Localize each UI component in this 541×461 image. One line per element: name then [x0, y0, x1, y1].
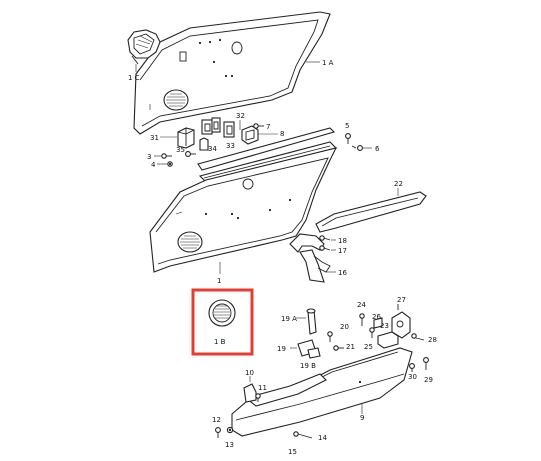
callout-22: 22 — [394, 180, 403, 188]
speaker-grille-1b — [208, 299, 236, 327]
callout-1c: 1 C — [128, 74, 140, 82]
callout-1a: 1 A — [322, 59, 334, 67]
part-26 — [373, 317, 383, 329]
callout-31: 31 — [150, 134, 159, 142]
callout-17: 17 — [338, 247, 347, 255]
callout-1: 1 — [217, 277, 221, 285]
screw-25 — [369, 327, 375, 338]
callout-3: 3 — [147, 153, 151, 161]
callout-9: 9 — [360, 414, 364, 422]
door-pocket-9 — [231, 347, 413, 437]
callout-18: 18 — [338, 237, 347, 245]
pin-19a — [306, 308, 317, 335]
upper-door-panel — [133, 11, 331, 135]
callout-16: 16 — [338, 269, 347, 277]
hinge-27 — [391, 304, 411, 339]
screw-14 — [293, 431, 313, 439]
callout-6: 6 — [375, 145, 380, 153]
callout-35: 35 — [176, 146, 185, 154]
screw-11 — [255, 393, 261, 402]
callout-8: 8 — [280, 130, 284, 138]
screw-24 — [359, 313, 365, 326]
screw-35 — [185, 151, 196, 157]
callout-7: 7 — [266, 123, 270, 131]
callout-32: 32 — [236, 112, 245, 120]
callout-20: 20 — [340, 323, 349, 331]
screw-3 — [161, 153, 172, 159]
callout-19b: 19 B — [300, 362, 316, 370]
callout-10: 10 — [245, 369, 254, 377]
callout-12: 12 — [212, 416, 221, 424]
callout-28: 28 — [428, 336, 437, 344]
screw-30 — [409, 363, 415, 372]
screw-20 — [327, 331, 333, 342]
clip-31 — [177, 127, 195, 149]
callout-33: 33 — [226, 142, 235, 150]
callout-30: 30 — [408, 373, 417, 381]
clip-19b — [307, 347, 321, 359]
screw-29 — [423, 357, 429, 370]
bracket-32 — [201, 117, 221, 135]
callout-19a: 19 A — [281, 315, 297, 323]
callout-5: 5 — [345, 122, 349, 130]
screw-28 — [411, 333, 425, 341]
callout-27: 27 — [397, 296, 406, 304]
bracket-16 — [289, 233, 331, 283]
clip-34 — [199, 137, 209, 151]
callout-24: 24 — [357, 301, 366, 309]
armrest-bar-22 — [315, 191, 427, 233]
screw-17 — [319, 245, 331, 251]
callout-29: 29 — [424, 376, 433, 384]
main-door-panel — [149, 147, 338, 273]
callout-14: 14 — [318, 434, 327, 442]
callout-15: 15 — [288, 448, 297, 456]
callout-26: 26 — [372, 313, 381, 321]
callout-13: 13 — [225, 441, 234, 449]
retainer-8 — [241, 125, 259, 145]
callout-34: 34 — [208, 145, 217, 153]
screw-18 — [319, 235, 331, 241]
callout-23: 23 — [380, 322, 389, 330]
callout-4: 4 — [151, 161, 156, 169]
screw-6 — [351, 145, 363, 151]
callout-21: 21 — [346, 343, 355, 351]
callout-25: 25 — [364, 343, 373, 351]
washer-13 — [226, 426, 234, 434]
screw-5 — [345, 133, 351, 144]
callout-11: 11 — [258, 384, 267, 392]
clip-10 — [243, 383, 257, 403]
grille-part-1c — [127, 29, 161, 65]
screw-12 — [215, 427, 221, 438]
screw-21 — [333, 345, 344, 351]
bracket-33 — [223, 121, 235, 138]
callout-19: 19 — [277, 345, 286, 353]
screw-7 — [253, 123, 264, 129]
highlight-box — [191, 288, 254, 356]
callout-1b: 1 B — [214, 338, 226, 346]
nut-4 — [167, 161, 173, 167]
trim-strip — [197, 127, 338, 183]
